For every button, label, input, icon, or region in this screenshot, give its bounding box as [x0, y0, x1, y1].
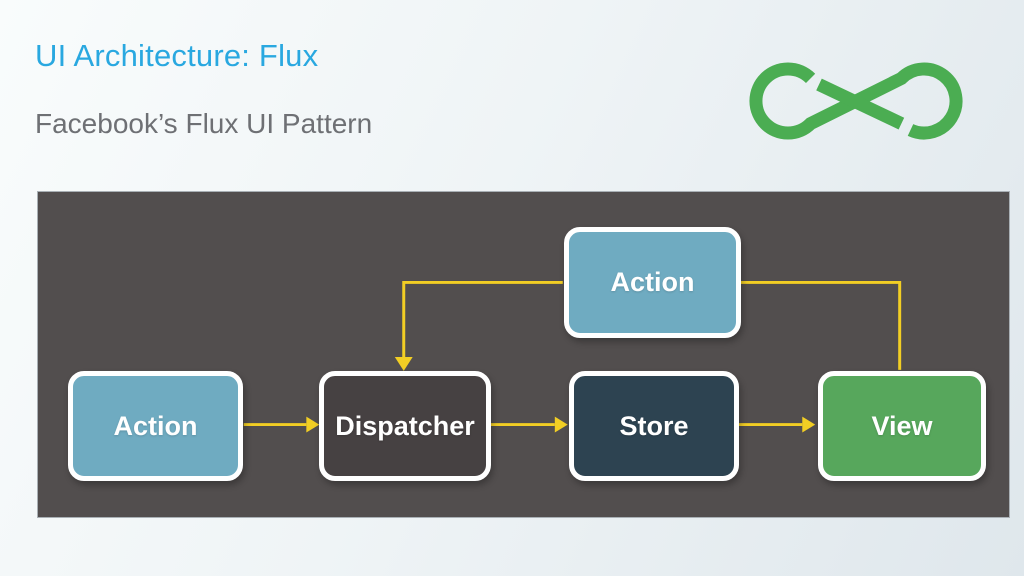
edge-actiontop-to-dispatcher: [402, 280, 563, 357]
node-view: View: [818, 371, 986, 481]
arrowhead-into-dispatcher: [306, 416, 320, 433]
node-store-label: Store: [619, 410, 689, 441]
arrowhead-into-store: [554, 416, 568, 433]
infinity-cross-stroke: [816, 78, 905, 130]
node-action-top-label: Action: [610, 267, 695, 297]
node-dispatcher-label: Dispatcher: [335, 410, 475, 441]
node-dispatcher: Dispatcher: [319, 371, 491, 481]
infinity-main-stroke: [749, 62, 963, 140]
edge-view-to-actiontop: [738, 280, 902, 370]
infinity-logo-svg: [749, 62, 963, 140]
node-view-label: View: [871, 410, 933, 441]
flux-diagram-panel: Action Action Dispatcher Store View: [37, 191, 1010, 518]
arrowhead-into-view: [802, 416, 816, 433]
node-store: Store: [569, 371, 739, 481]
arrowhead-down-into-dispatcher: [394, 356, 413, 371]
diagram-connectors: [243, 280, 902, 433]
page-subtitle: Facebook’s Flux UI Pattern: [35, 108, 373, 139]
node-action-top: Action: [564, 227, 741, 338]
node-action: Action: [68, 371, 243, 481]
infinity-logo-icon: [748, 56, 964, 146]
page-title: UI Architecture: Flux: [35, 38, 319, 73]
node-action-label: Action: [113, 410, 198, 441]
